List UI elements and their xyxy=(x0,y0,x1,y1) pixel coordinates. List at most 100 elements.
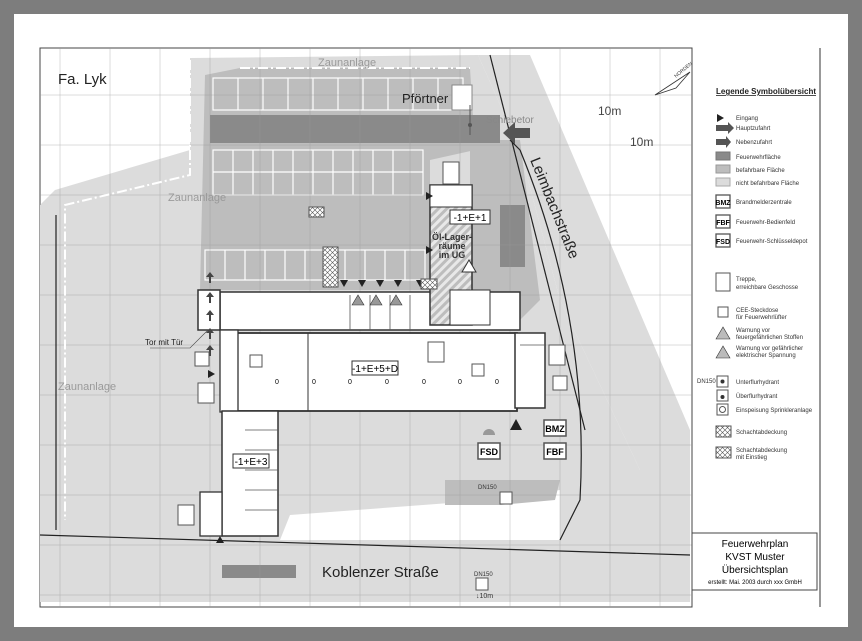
bmz-box xyxy=(543,419,567,437)
svg-text:elektrischer Spannung: elektrischer Spannung xyxy=(736,353,796,359)
title-line4: erstellt: Mai. 2003 durch xxx GmbH xyxy=(708,580,802,586)
gatehouse-label: Pförtner xyxy=(402,91,449,106)
underground-hydrant-icon xyxy=(475,577,489,591)
hydrant-label: DN150 xyxy=(474,572,493,578)
column-mark: 0 xyxy=(385,379,389,386)
electric-warning-icon xyxy=(351,294,403,306)
svg-text:Feuerwehr-Bedienfeld: Feuerwehr-Bedienfeld xyxy=(736,220,795,226)
column-mark: 0 xyxy=(275,379,279,386)
building-south-wing xyxy=(221,410,279,537)
fsd-box-icon xyxy=(715,233,731,248)
svg-text:FBF: FBF xyxy=(546,447,564,457)
electric-warning-icon xyxy=(715,345,731,359)
svg-text:Unterflurhydrant: Unterflurhydrant xyxy=(736,380,779,386)
svg-text:Nebenzufahrt: Nebenzufahrt xyxy=(736,140,772,146)
legend: Legende Symbolübersicht Eingang Hauptzuf… xyxy=(697,87,816,461)
scale-label: 10m xyxy=(598,104,621,118)
beacon-light-icon xyxy=(483,429,495,435)
entrance-triangle-icon xyxy=(717,114,724,122)
manhole-cover-icon xyxy=(308,206,325,218)
cee-socket-icon xyxy=(249,354,263,368)
access-route-arrows xyxy=(206,272,214,356)
street-label-bottom: Koblenzer Straße xyxy=(322,564,439,581)
stairs-icon xyxy=(177,161,566,526)
sprinkler-feed-icon xyxy=(194,351,210,367)
legend-title: Legende Symbolübersicht xyxy=(716,87,816,96)
plan-sheet: -1+E+1 Öl-Lager- räume im UG -1+E+5+D -1… xyxy=(14,14,848,627)
svg-text:FBF: FBF xyxy=(716,220,730,227)
title-block: Feuerwehrplan KVST Muster Übersichtsplan… xyxy=(691,532,818,591)
fence-label: Zaunanlage xyxy=(58,381,116,393)
cee-socket-icon xyxy=(717,306,729,318)
manhole-entry-icon xyxy=(420,278,438,290)
fence-line xyxy=(64,60,470,520)
column-mark: 0 xyxy=(458,379,462,386)
oil-note-3: im UG xyxy=(439,250,466,260)
svg-text:befahrbare Fläche: befahrbare Fläche xyxy=(736,168,785,174)
svg-text:Eingang: Eingang xyxy=(736,116,758,122)
hydrant-label: DN150 xyxy=(478,485,497,491)
gate-label: Tor mit Tür xyxy=(145,338,183,347)
fence-label: Zaunanlage xyxy=(318,57,376,69)
oil-note-1: Öl-Lager- xyxy=(432,232,472,242)
column-mark: 0 xyxy=(422,379,426,386)
hydrant-distance: ↓10m xyxy=(476,593,493,600)
svg-text:Brandmelderzentrale: Brandmelderzentrale xyxy=(736,200,792,206)
manhole-entry-icon xyxy=(715,446,732,459)
manhole-cover-icon xyxy=(715,425,732,438)
svg-text:Treppe,: Treppe, xyxy=(736,277,757,283)
non-drivable-swatch xyxy=(715,177,731,187)
fsd-box xyxy=(477,442,501,460)
scale-label: 10m xyxy=(630,135,653,149)
company-name: Fa. Lyk xyxy=(58,71,107,88)
svg-text:DN150: DN150 xyxy=(697,379,716,385)
svg-text:Überflurhydrant: Überflurhydrant xyxy=(736,393,778,400)
svg-text:feuergefährlichen Stoffen: feuergefährlichen Stoffen xyxy=(736,335,803,341)
fbf-box xyxy=(543,442,567,460)
building-east-stair xyxy=(514,332,546,409)
entrance-icons xyxy=(208,192,522,543)
stairs-icon xyxy=(715,272,731,292)
secondary-access-arrow-icon xyxy=(716,136,731,148)
bmz-box-icon xyxy=(715,194,731,209)
fire-plan-drawing: -1+E+1 Öl-Lager- räume im UG -1+E+5+D -1… xyxy=(39,47,821,608)
svg-text:CEE-Steckdose: CEE-Steckdose xyxy=(736,308,779,314)
sprinkler-feed-icon xyxy=(552,375,568,391)
svg-text:Warnung vor: Warnung vor xyxy=(736,328,770,334)
svg-text:Schachtabdeckung: Schachtabdeckung xyxy=(736,430,787,436)
property-line xyxy=(39,54,691,556)
svg-text:mit Einstieg: mit Einstieg xyxy=(736,455,767,461)
title-line1: Feuerwehrplan xyxy=(722,539,789,550)
fire-lane xyxy=(210,115,525,578)
svg-text:Feuerwehrfläche: Feuerwehrfläche xyxy=(736,155,781,161)
drivable-swatch xyxy=(715,164,731,174)
svg-text:FSD: FSD xyxy=(480,447,499,457)
svg-text:Einspeisung Sprinkleranlage: Einspeisung Sprinkleranlage xyxy=(736,408,813,414)
sliding-gate-label: Schiebetor xyxy=(486,115,534,126)
manhole-cover-icon xyxy=(322,246,339,288)
svg-text:Feuerwehr-Schlüsseldepot: Feuerwehr-Schlüsseldepot xyxy=(736,239,808,245)
svg-text:FSD: FSD xyxy=(716,239,730,246)
main-access-arrow-icon xyxy=(503,122,530,144)
fence-label: Zaunanlage xyxy=(168,192,226,204)
building-label-main: -1+E+5+D xyxy=(352,364,398,375)
cee-socket-icon xyxy=(471,363,485,377)
oil-note-2: räume xyxy=(438,241,465,251)
building-label-south: -1+E+3 xyxy=(235,457,268,468)
title-line2: KVST Muster xyxy=(725,552,785,563)
svg-text:nicht befahrbare Fläche: nicht befahrbare Fläche xyxy=(736,181,800,187)
fire-lane-swatch xyxy=(715,151,731,161)
flammable-warning-icon xyxy=(715,326,731,340)
gatehouse xyxy=(451,84,473,111)
svg-text:Hauptzufahrt: Hauptzufahrt xyxy=(736,126,771,132)
sprinkler-feed-icon xyxy=(716,403,729,416)
svg-text:BMZ: BMZ xyxy=(715,200,731,207)
title-line3: Übersichtsplan xyxy=(722,564,788,576)
fbf-box-icon xyxy=(715,214,731,229)
svg-text:BMZ: BMZ xyxy=(545,424,565,434)
column-mark: 0 xyxy=(495,379,499,386)
underground-hydrant-icon xyxy=(499,491,513,505)
column-mark: 0 xyxy=(312,379,316,386)
svg-text:Schachtabdeckung: Schachtabdeckung xyxy=(736,448,787,454)
main-access-arrow-icon xyxy=(716,122,734,134)
